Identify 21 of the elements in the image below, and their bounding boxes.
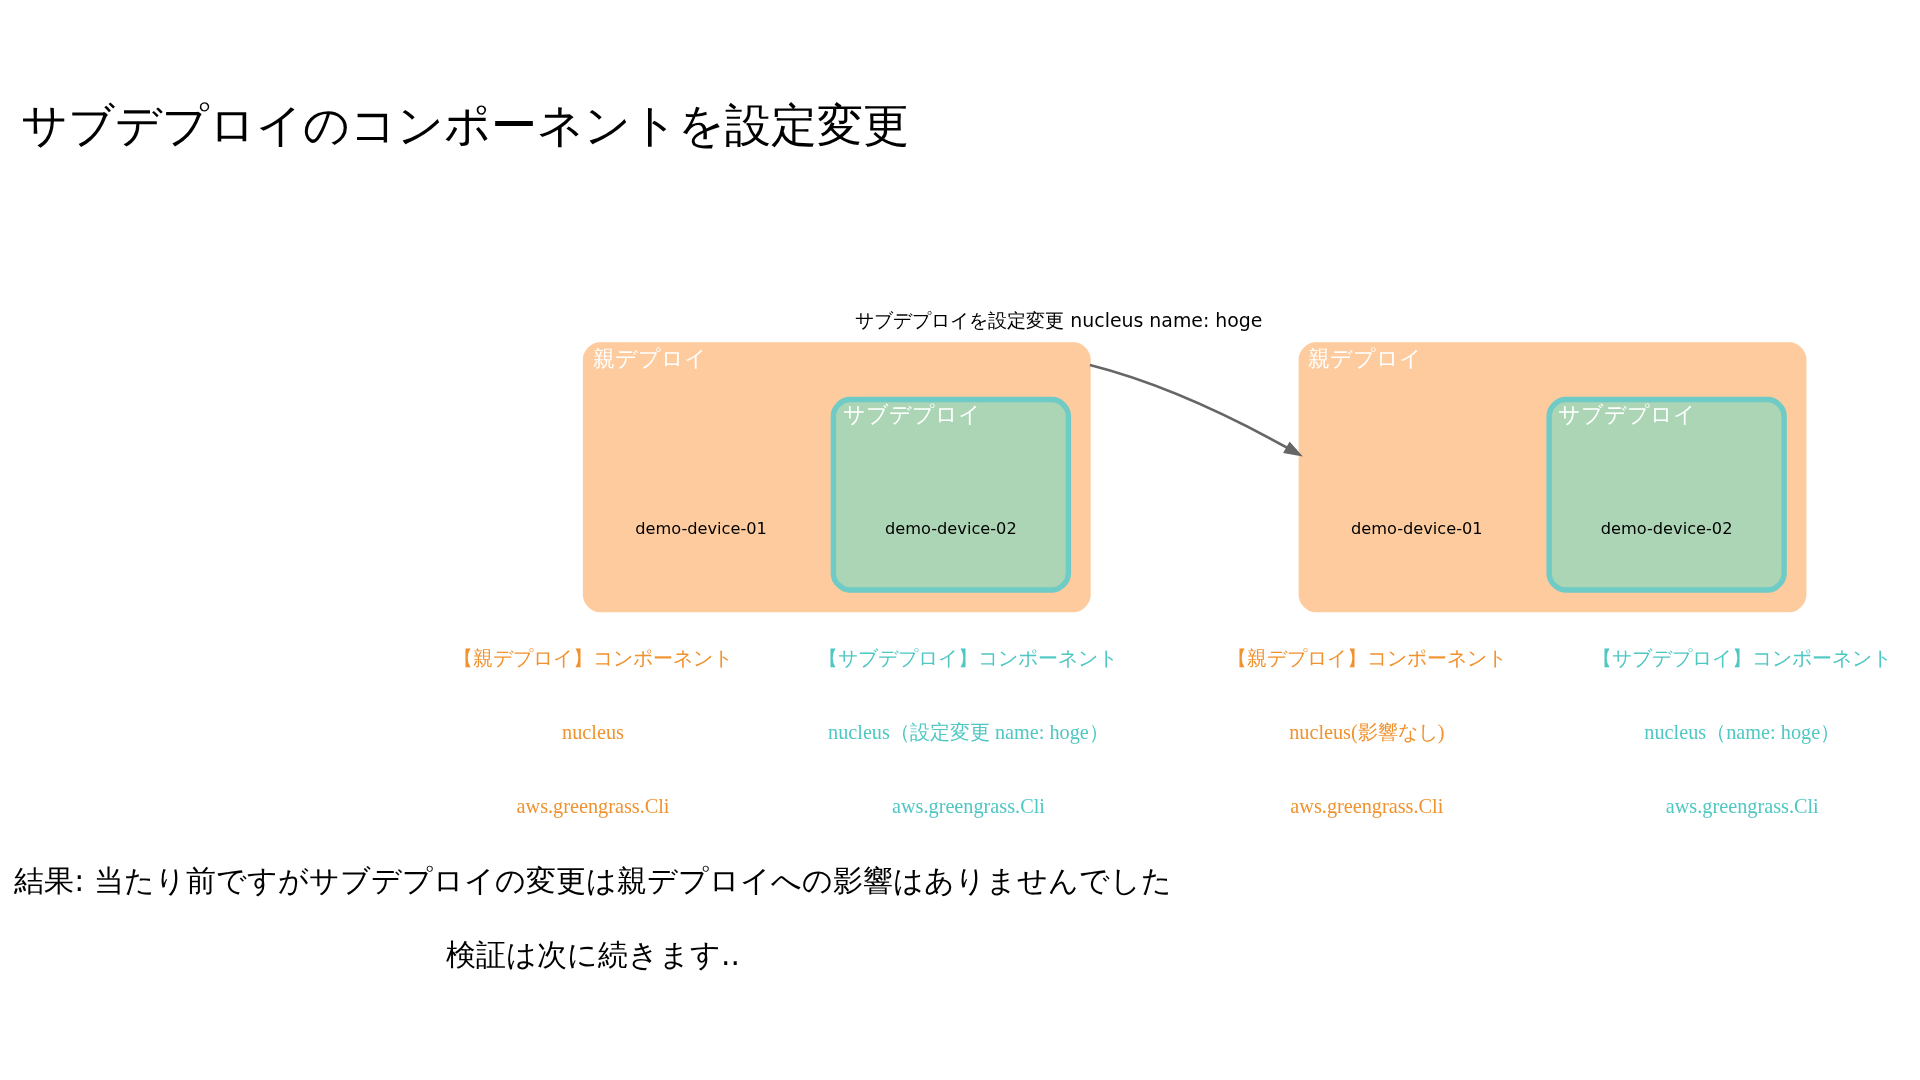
label: nucleus（設定変更 name: hoge） bbox=[828, 721, 1109, 744]
label: 【親デプロイ】コンポーネント bbox=[453, 646, 734, 669]
node-text: demo-device-01 bbox=[1350, 519, 1483, 539]
label: 【サブデプロイ】コンポーネント bbox=[818, 646, 1119, 669]
node-text: demo-device-02 bbox=[885, 519, 1017, 539]
label: 【親デプロイ】コンポーネント bbox=[1226, 646, 1507, 669]
label: aws.greengrass.Cli bbox=[1665, 795, 1819, 818]
node-text: demo-device-02 bbox=[1600, 519, 1733, 539]
arrow bbox=[1089, 363, 1303, 457]
diagram-title: サブデプロイのコンポーネントを設定変更 bbox=[21, 97, 910, 152]
label: aws.greengrass.Cli bbox=[1290, 795, 1444, 818]
label: nucleus bbox=[562, 721, 624, 744]
label: 結果: 当たり前ですがサブデプロイの変更は親デプロイへの影響はありませんでした bbox=[14, 862, 1172, 898]
label: aws.greengrass.Cli bbox=[891, 795, 1045, 818]
label: nucleus（name: hoge） bbox=[1644, 721, 1841, 744]
label: 検証は次に続きます.. bbox=[446, 936, 740, 972]
label: nucleus(影響なし) bbox=[1289, 721, 1445, 744]
node-text: demo-device-01 bbox=[635, 519, 767, 539]
label: 【サブデプロイ】コンポーネント bbox=[1592, 646, 1893, 669]
label: aws.greengrass.Cli bbox=[516, 795, 670, 818]
edge-label: サブデプロイを設定変更 nucleus name: hoge bbox=[855, 308, 1263, 331]
